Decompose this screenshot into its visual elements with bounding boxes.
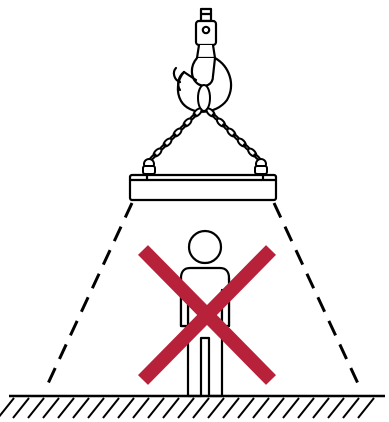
chain-sling-icon <box>143 85 267 174</box>
spreader-beam <box>130 175 276 200</box>
ground-hatch-line <box>118 398 134 418</box>
ground-hatch-line <box>328 398 344 418</box>
ground-hatch-line <box>208 398 224 418</box>
ground-hatch-line <box>313 398 329 418</box>
ground-hatch-line <box>193 398 209 418</box>
ground-hatch-line <box>343 398 359 418</box>
ground-hatch-line <box>28 398 44 418</box>
danger-zone-left-edge <box>45 203 132 390</box>
ground-hatch-line <box>148 398 164 418</box>
ground-hatch-line <box>0 398 14 418</box>
ground-hatch-line <box>238 398 254 418</box>
ground-hatch-line <box>88 398 104 418</box>
ground-hatch-line <box>178 398 194 418</box>
ground-hatch-line <box>283 398 299 418</box>
ground-hatch-line <box>268 398 284 418</box>
ground-hatch-line <box>133 398 149 418</box>
ground-surface <box>0 396 385 418</box>
ground-hatch-line <box>163 398 179 418</box>
ground-hatch-line <box>43 398 59 418</box>
ground-hatch-line <box>58 398 74 418</box>
ground-hatch-line <box>13 398 29 418</box>
ground-hatch-line <box>103 398 119 418</box>
danger-zone-right-edge <box>274 203 361 390</box>
ground-hatch-line <box>298 398 314 418</box>
ground-hatch-line <box>223 398 239 418</box>
ground-hatch-line <box>73 398 89 418</box>
ground-hatch-line <box>358 398 374 418</box>
ground-hatch-line <box>253 398 269 418</box>
